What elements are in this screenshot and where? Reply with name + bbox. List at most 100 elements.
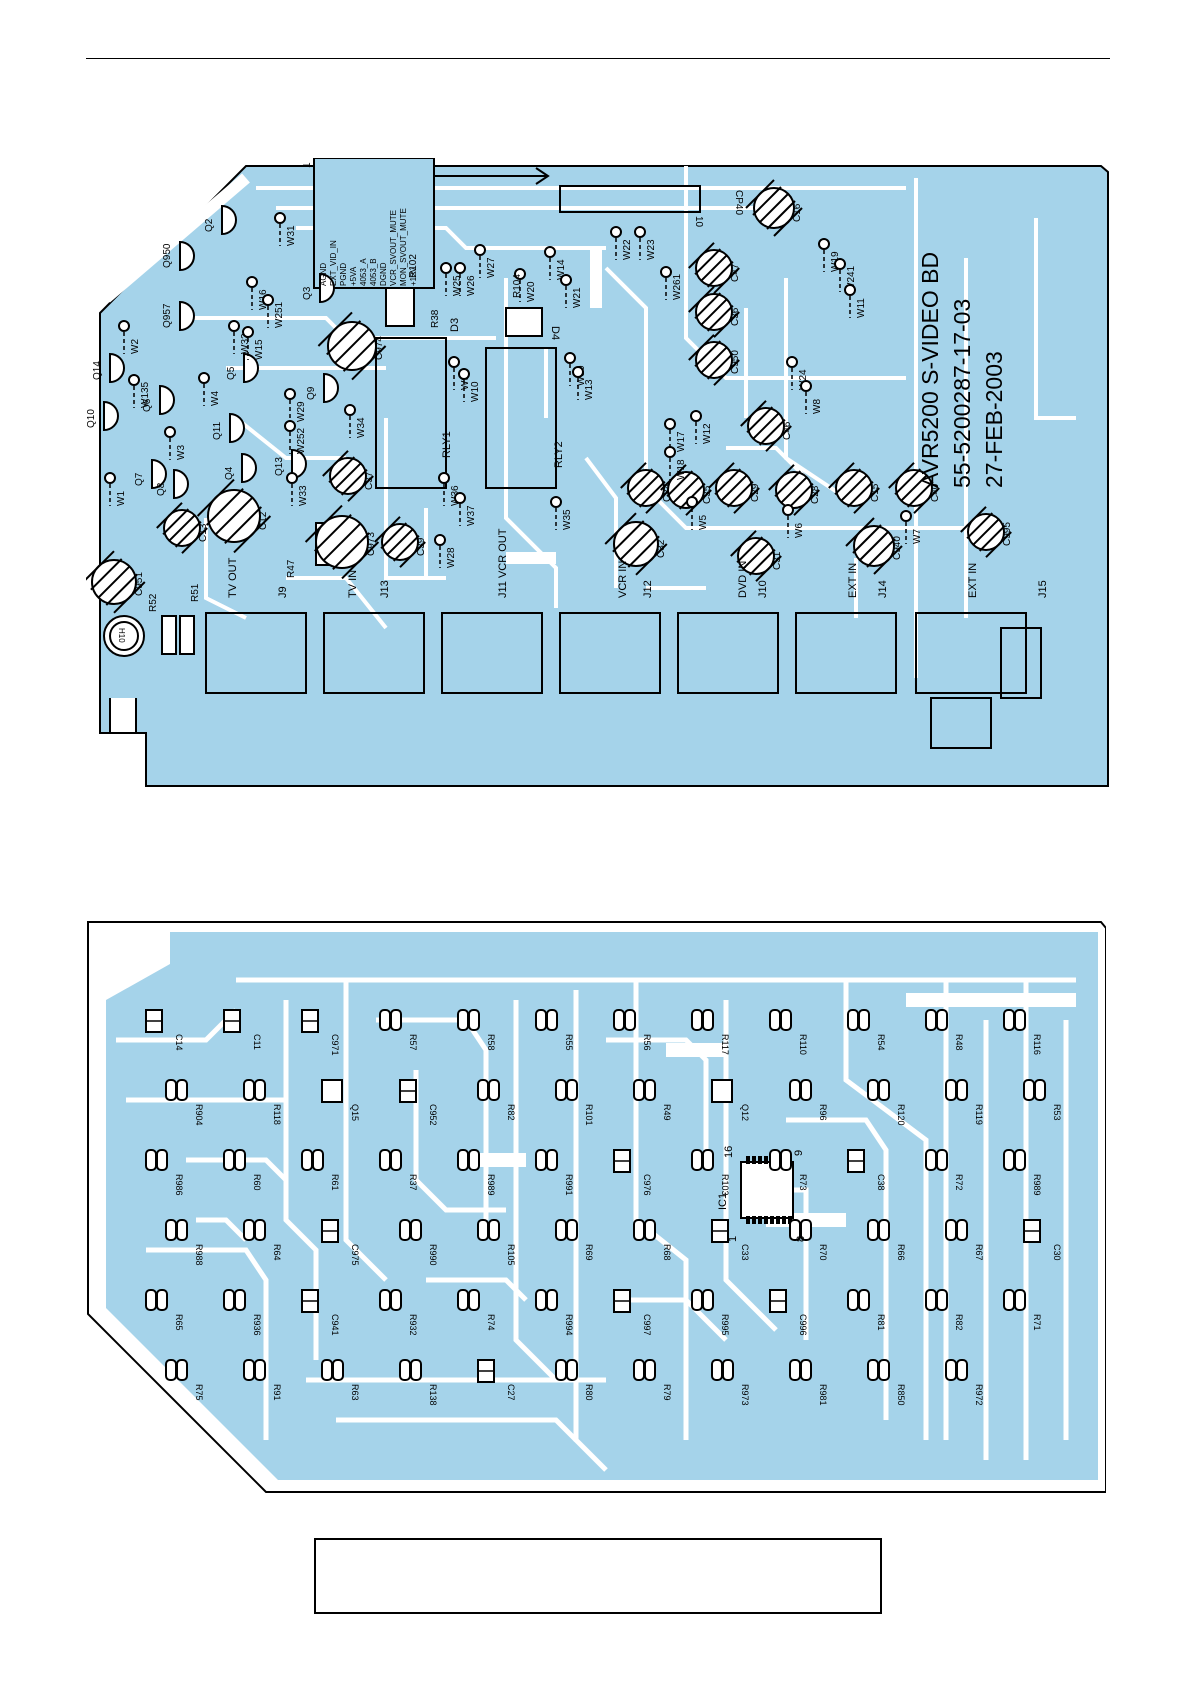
smd-r54: R54: [847, 1009, 886, 1051]
wire-jumper-w251: W251: [262, 294, 285, 328]
smd-label: R82: [954, 1314, 964, 1331]
smd-label: R82: [506, 1104, 516, 1121]
wire-label: W241: [846, 265, 857, 292]
capacitor-label: C35: [702, 485, 713, 504]
smd-label: R110: [798, 1034, 808, 1055]
header-pin-9: MON_SVOUT_MUTE: [399, 208, 408, 286]
wire-jumper-w9: W9: [448, 356, 471, 390]
smd-label: R850: [896, 1384, 906, 1406]
smd-r991: R991: [535, 1149, 574, 1196]
smd-r850: R850: [867, 1359, 906, 1406]
capacitor-c974: C974: [317, 311, 387, 381]
wire-jumper-w15: W15: [242, 326, 265, 360]
capacitor-c12: C12: [196, 478, 272, 554]
smd-r989: R989: [457, 1149, 496, 1196]
capacitor-c32: C32: [604, 512, 668, 576]
smd-r55: R55: [535, 1009, 574, 1051]
wire-label: W15: [254, 339, 265, 360]
wire-jumper-w261: W261: [660, 266, 683, 300]
wire-jumper-w4: W4: [198, 372, 221, 406]
resistor-r38: R38: [430, 309, 441, 328]
capacitor-label: C940: [892, 536, 903, 560]
transistor-q6: Q6: [142, 384, 175, 416]
capacitor-label: C32: [656, 539, 667, 558]
smd-label: R80: [584, 1384, 594, 1401]
smd-c952: C952: [399, 1079, 438, 1126]
wire-jumper-w11: W11: [844, 284, 867, 318]
smd-label: R936: [252, 1314, 262, 1336]
smd-label: R96: [818, 1104, 828, 1121]
smd-r986: R986: [145, 1149, 184, 1196]
wire-label: W20: [526, 281, 537, 302]
smd-label: R990: [428, 1244, 438, 1266]
smd-label: C971: [330, 1034, 340, 1056]
smd-r66: R66: [867, 1219, 906, 1261]
connector-label-7: EXT IN: [967, 563, 979, 598]
smd-c997: C997: [613, 1289, 652, 1336]
capacitor-c940: C940: [845, 517, 903, 575]
ic1-pin-9: 9: [793, 1150, 805, 1156]
capacitor-c36: C36: [688, 286, 741, 338]
jack-ref-j15: J15: [1037, 580, 1049, 598]
smd-r65: R65: [145, 1289, 184, 1331]
capacitor-c37: C37: [322, 450, 375, 502]
smd-r82: R82: [925, 1289, 964, 1331]
transistor-label: Q10: [86, 409, 97, 428]
wire-label: W31: [286, 225, 297, 246]
jack-ref-j10: J10: [757, 580, 769, 598]
wire-label: W23: [646, 239, 657, 260]
smd-c941: C941: [301, 1289, 340, 1336]
wire-jumper-w33: W33: [286, 472, 309, 506]
smd-r105: R105: [477, 1219, 516, 1266]
wire-label: W27: [486, 257, 497, 278]
capacitor-label: C39: [416, 537, 427, 556]
wire-label: W13: [584, 379, 595, 400]
capacitor-c46: C46: [740, 400, 793, 452]
capacitor-c39: C39: [374, 516, 427, 568]
wire-jumper-w22: W22: [610, 226, 633, 260]
wire-jumper-w8: W8: [800, 380, 823, 414]
smd-label: R972: [974, 1384, 984, 1406]
smd-c976: C976: [613, 1149, 652, 1196]
wire-jumper-w28: W28: [434, 534, 457, 568]
relay-rly2-label: RLY2: [553, 441, 565, 468]
smd-label: C38: [876, 1174, 886, 1191]
smd-r936: R936: [223, 1289, 262, 1336]
wire-label: W9: [460, 375, 471, 390]
smd-label: C975: [350, 1244, 360, 1266]
wire-label: W11: [856, 298, 867, 318]
smd-label: R932: [408, 1314, 418, 1336]
wire-label: W10: [470, 381, 481, 402]
capacitor-label: C36: [730, 307, 741, 326]
smd-r101: R101: [555, 1079, 594, 1126]
header-pin-5: 4053_A: [359, 258, 368, 286]
resistor-r102: R102: [408, 254, 419, 278]
wire-jumper-w34: W34: [344, 404, 367, 438]
wire-jumper-w37: W37: [454, 492, 477, 526]
wire-jumper-w13: W13: [572, 366, 595, 400]
cp40-pin10-label: 10: [693, 216, 704, 228]
smd-label: R116: [1032, 1034, 1042, 1055]
wire-label: W28: [446, 547, 457, 568]
smd-c996: C996: [769, 1289, 808, 1336]
smd-r68: R68: [633, 1219, 672, 1261]
ic1-pin-16: 16: [723, 1146, 735, 1158]
smd-r932: R932: [379, 1289, 418, 1336]
capacitor-label: C28: [810, 485, 821, 504]
capacitor-c29: C29: [708, 462, 761, 514]
smd-label: R53: [1052, 1104, 1062, 1121]
transistor-label: Q3: [302, 286, 313, 300]
wire-jumper-w17: W17: [664, 418, 687, 452]
wire-label: W3: [176, 445, 187, 460]
wire-label: W12: [702, 423, 713, 444]
wire-jumper-w18: W18: [664, 446, 687, 480]
capacitor-c950: C950: [688, 334, 741, 386]
smd-r138: R138: [399, 1359, 438, 1406]
capacitor-label: C950: [730, 350, 741, 374]
header-pin-2: EXT_VID_IN: [329, 240, 338, 286]
smd-r63: R63: [321, 1359, 360, 1401]
wire-label: W25: [452, 275, 463, 296]
wire-jumper-w3: W3: [164, 426, 187, 460]
transistor-q8: Q8: [156, 468, 189, 500]
smd-label: R120: [896, 1104, 906, 1126]
